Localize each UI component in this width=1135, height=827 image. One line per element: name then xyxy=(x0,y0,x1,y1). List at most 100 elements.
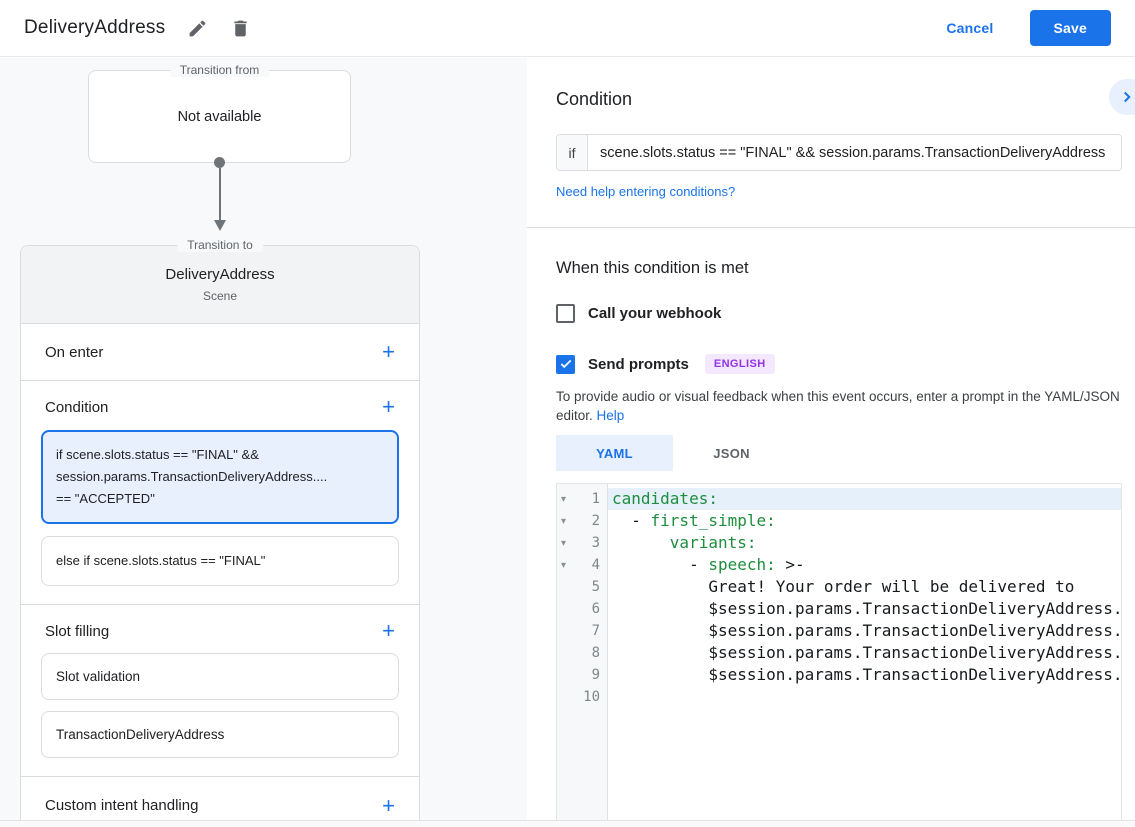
prompt-editor-description: To provide audio or visual feedback when… xyxy=(556,387,1122,425)
transition-to-label: Transition to xyxy=(177,238,263,252)
condition-line: session.params.TransactionDeliveryAddres… xyxy=(56,469,328,484)
yaml-key-token: first_simple: xyxy=(650,511,776,530)
send-prompts-label: Send prompts xyxy=(588,355,689,373)
yaml-text-token: $session.params.TransactionDeliveryAddre… xyxy=(612,643,1121,662)
add-on-enter-button[interactable]: + xyxy=(382,339,395,364)
custom-intent-section: Custom intent handling + xyxy=(21,777,419,827)
editor-line[interactable]: candidates: xyxy=(608,488,1121,510)
condition-editor-pane: Condition if Need help entering conditio… xyxy=(527,58,1135,826)
line-number: 2 xyxy=(591,513,600,529)
slot-transaction-delivery-address-item[interactable]: TransactionDeliveryAddress xyxy=(41,711,399,758)
editor-line[interactable]: $session.params.TransactionDeliveryAddre… xyxy=(608,620,1121,642)
help-link[interactable]: Help xyxy=(596,408,625,423)
line-number: 1 xyxy=(591,491,600,507)
collapse-panel-button[interactable] xyxy=(1109,79,1135,115)
scene-card-header: DeliveryAddress Scene xyxy=(21,246,419,324)
transition-from-label: Transition from xyxy=(169,63,270,77)
condition-help-link[interactable]: Need help entering conditions? xyxy=(556,184,736,199)
top-bar-actions: Cancel Save xyxy=(946,10,1111,46)
delete-scene-button[interactable] xyxy=(230,18,251,39)
on-enter-section: On enter + xyxy=(21,324,419,381)
cancel-button[interactable]: Cancel xyxy=(946,20,994,36)
condition-item-selected[interactable]: if scene.slots.status == "FINAL" && sess… xyxy=(41,430,399,524)
editor-line[interactable]: $session.params.TransactionDeliveryAddre… xyxy=(608,664,1121,686)
edit-scene-button[interactable] xyxy=(187,18,208,39)
horizontal-scrollbar[interactable] xyxy=(0,820,1135,827)
language-badge: ENGLISH xyxy=(704,354,775,374)
webhook-checkbox[interactable] xyxy=(556,304,575,323)
line-number: 6 xyxy=(591,601,600,617)
top-bar: DeliveryAddress Cancel Save xyxy=(0,0,1135,57)
yaml-text-token: - xyxy=(612,555,709,574)
webhook-label: Call your webhook xyxy=(588,305,722,322)
arrow-line xyxy=(218,168,221,220)
line-number: 8 xyxy=(591,645,600,661)
add-custom-intent-button[interactable]: + xyxy=(382,792,395,818)
arrow-origin-dot xyxy=(214,157,225,168)
line-number: 3 xyxy=(591,535,600,551)
scene-name: DeliveryAddress xyxy=(165,266,275,283)
fold-toggle-icon[interactable]: ▾ xyxy=(561,515,567,527)
editor-line[interactable] xyxy=(608,686,1121,708)
fold-toggle-icon[interactable]: ▾ xyxy=(561,559,567,571)
condition-line: else if scene.slots.status == "FINAL" xyxy=(56,553,266,568)
yaml-text-token: >- xyxy=(775,555,805,574)
condition-section: Condition + if scene.slots.status == "FI… xyxy=(21,381,419,605)
fold-toggle-icon[interactable]: ▾ xyxy=(561,537,567,549)
line-number: 4 xyxy=(591,557,600,573)
condition-expression-row: if xyxy=(556,134,1122,171)
send-prompts-row: Send prompts ENGLISH xyxy=(556,354,1122,374)
condition-section-label: Condition xyxy=(45,398,109,416)
tab-json[interactable]: JSON xyxy=(673,435,790,471)
editor-line[interactable]: $session.params.TransactionDeliveryAddre… xyxy=(608,598,1121,620)
yaml-text-token xyxy=(612,533,670,552)
description-text: To provide audio or visual feedback when… xyxy=(556,389,1120,423)
editor-line[interactable]: - speech: >- xyxy=(608,554,1121,576)
condition-line: if scene.slots.status == "FINAL" && xyxy=(56,447,259,462)
condition-heading: Condition xyxy=(556,89,633,109)
slot-validation-item[interactable]: Slot validation xyxy=(41,653,399,700)
trash-icon xyxy=(234,20,247,36)
line-number: 9 xyxy=(591,667,600,683)
section-divider xyxy=(527,227,1135,228)
editor-line[interactable]: $session.params.TransactionDeliveryAddre… xyxy=(608,642,1121,664)
transition-from-box: Transition from Not available xyxy=(88,63,351,163)
line-number: 7 xyxy=(591,623,600,639)
scene-type-label: Scene xyxy=(202,289,238,303)
add-condition-button[interactable]: + xyxy=(382,394,395,419)
editor-line[interactable]: Great! Your order will be delivered to xyxy=(608,576,1121,598)
on-enter-label: On enter xyxy=(45,343,104,361)
yaml-key-token: variants: xyxy=(669,533,757,552)
add-slot-button[interactable]: + xyxy=(382,618,395,643)
custom-intent-label: Custom intent handling xyxy=(45,797,199,814)
send-prompts-checkbox[interactable] xyxy=(556,354,575,374)
save-button[interactable]: Save xyxy=(1029,10,1111,46)
if-prefix-label: if xyxy=(557,135,588,170)
pencil-icon xyxy=(189,20,206,36)
arrow-head-icon xyxy=(213,220,226,231)
webhook-row: Call your webhook xyxy=(556,304,1122,323)
condition-expression-input[interactable] xyxy=(588,135,1121,170)
yaml-text-token: Great! Your order will be delivered to xyxy=(612,577,1075,596)
yaml-text-token: - xyxy=(612,511,651,530)
editor-line[interactable]: - first_simple: xyxy=(608,510,1121,532)
transition-arrow xyxy=(213,157,226,231)
condition-line: == "ACCEPTED" xyxy=(56,491,155,506)
checkmark-icon xyxy=(560,359,571,369)
editor-format-tabs: YAML JSON xyxy=(556,435,1122,471)
chevron-right-icon xyxy=(1124,91,1131,103)
page-title: DeliveryAddress xyxy=(24,17,166,38)
yaml-key-token: candidates: xyxy=(612,489,718,508)
yaml-key-token: speech: xyxy=(708,555,776,574)
yaml-text-token: $session.params.TransactionDeliveryAddre… xyxy=(612,665,1121,684)
transition-from-value: Not available xyxy=(177,108,262,125)
tab-yaml[interactable]: YAML xyxy=(556,435,673,471)
code-lines[interactable]: candidates: - first_simple: variants: - … xyxy=(608,484,1121,825)
editor-line[interactable]: variants: xyxy=(608,532,1121,554)
condition-item-else[interactable]: else if scene.slots.status == "FINAL" xyxy=(41,536,399,586)
line-number: 10 xyxy=(583,689,600,705)
fold-toggle-icon[interactable]: ▾ xyxy=(561,493,567,505)
slot-filling-section: Slot filling + Slot validation Transacti… xyxy=(21,605,419,777)
